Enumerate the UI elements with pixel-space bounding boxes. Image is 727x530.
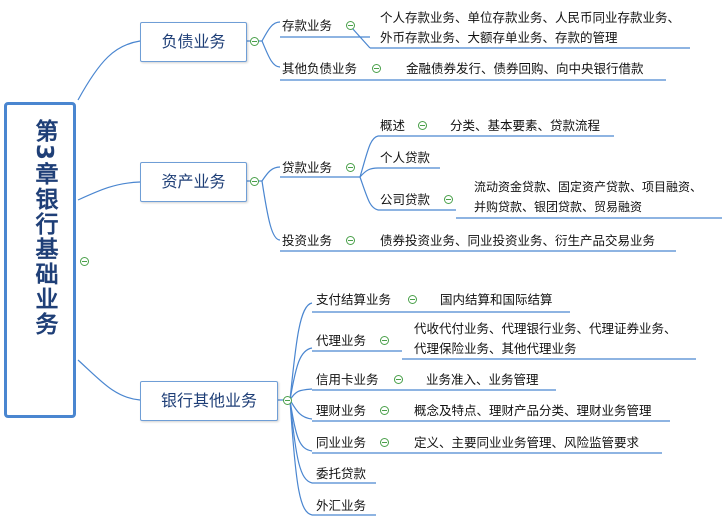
node-deposit-detail-2: 外币存款业务、大额存单业务、存款的管理 <box>380 30 618 45</box>
node-agency-detail-2: 代理保险业务、其他代理业务 <box>414 341 577 356</box>
collapse-toggle-icon[interactable] <box>346 163 355 172</box>
node-corporate-loan-detail-2: 并购贷款、银团贷款、贸易融资 <box>474 200 643 214</box>
node-interbank-detail: 定义、主要同业业务管理、风险监管要求 <box>414 435 640 450</box>
collapse-toggle-icon[interactable] <box>380 406 389 415</box>
node-investment-detail: 债券投资业务、同业投资业务、衍生产品交易业务 <box>380 233 656 248</box>
node-wealth-detail: 概念及特点、理财产品分类、理财业务管理 <box>414 403 652 418</box>
node-loan-overview-detail: 分类、基本要素、贷款流程 <box>450 118 601 133</box>
node-agency-detail-1: 代收代付业务、代理银行业务、代理证券业务、 <box>414 321 677 336</box>
root-title: 第3章银行基础业务 <box>31 119 57 338</box>
node-deposit-detail-1: 个人存款业务、单位存款业务、人民币同业存款业务、 <box>380 10 681 25</box>
collapse-toggle-icon[interactable] <box>283 396 292 405</box>
collapse-toggle-icon[interactable] <box>380 336 389 345</box>
node-corporate-loan[interactable]: 公司贷款 <box>380 192 431 207</box>
node-interbank[interactable]: 同业业务 <box>316 435 367 450</box>
node-forex[interactable]: 外汇业务 <box>316 498 367 513</box>
collapse-toggle-icon[interactable] <box>408 295 417 304</box>
node-agency[interactable]: 代理业务 <box>316 333 367 348</box>
node-loan-overview[interactable]: 概述 <box>380 118 406 133</box>
collapse-toggle-icon[interactable] <box>250 177 259 186</box>
collapse-toggle-icon[interactable] <box>80 257 89 266</box>
node-credit-card[interactable]: 信用卡业务 <box>316 372 379 387</box>
node-personal-loan[interactable]: 个人贷款 <box>380 150 431 165</box>
node-payment[interactable]: 支付结算业务 <box>316 292 392 307</box>
node-corporate-loan-detail-1: 流动资金贷款、固定资产贷款、项目融资、 <box>474 180 703 194</box>
node-other-liability[interactable]: 其他负债业务 <box>282 61 358 76</box>
node-deposit[interactable]: 存款业务 <box>282 18 333 33</box>
node-wealth[interactable]: 理财业务 <box>316 403 367 418</box>
collapse-toggle-icon[interactable] <box>380 438 389 447</box>
collapse-toggle-icon[interactable] <box>394 375 403 384</box>
node-loan[interactable]: 贷款业务 <box>282 160 333 175</box>
collapse-toggle-icon[interactable] <box>372 64 381 73</box>
branch-liability[interactable]: 负债业务 <box>140 22 247 62</box>
collapse-toggle-icon[interactable] <box>346 236 355 245</box>
branch-other[interactable]: 银行其他业务 <box>140 381 278 421</box>
collapse-toggle-icon[interactable] <box>250 37 259 46</box>
node-entrusted-loan[interactable]: 委托贷款 <box>316 466 367 481</box>
collapse-toggle-icon[interactable] <box>444 195 453 204</box>
node-other-liability-detail: 金融债券发行、债券回购、向中央银行借款 <box>406 61 644 76</box>
node-payment-detail: 国内结算和国际结算 <box>440 292 553 307</box>
collapse-toggle-icon[interactable] <box>418 121 427 130</box>
node-investment[interactable]: 投资业务 <box>282 233 333 248</box>
branch-asset[interactable]: 资产业务 <box>140 162 247 202</box>
collapse-toggle-icon[interactable] <box>346 21 355 30</box>
root-node[interactable]: 第3章银行基础业务 <box>4 102 76 418</box>
node-credit-card-detail: 业务准入、业务管理 <box>426 372 539 387</box>
